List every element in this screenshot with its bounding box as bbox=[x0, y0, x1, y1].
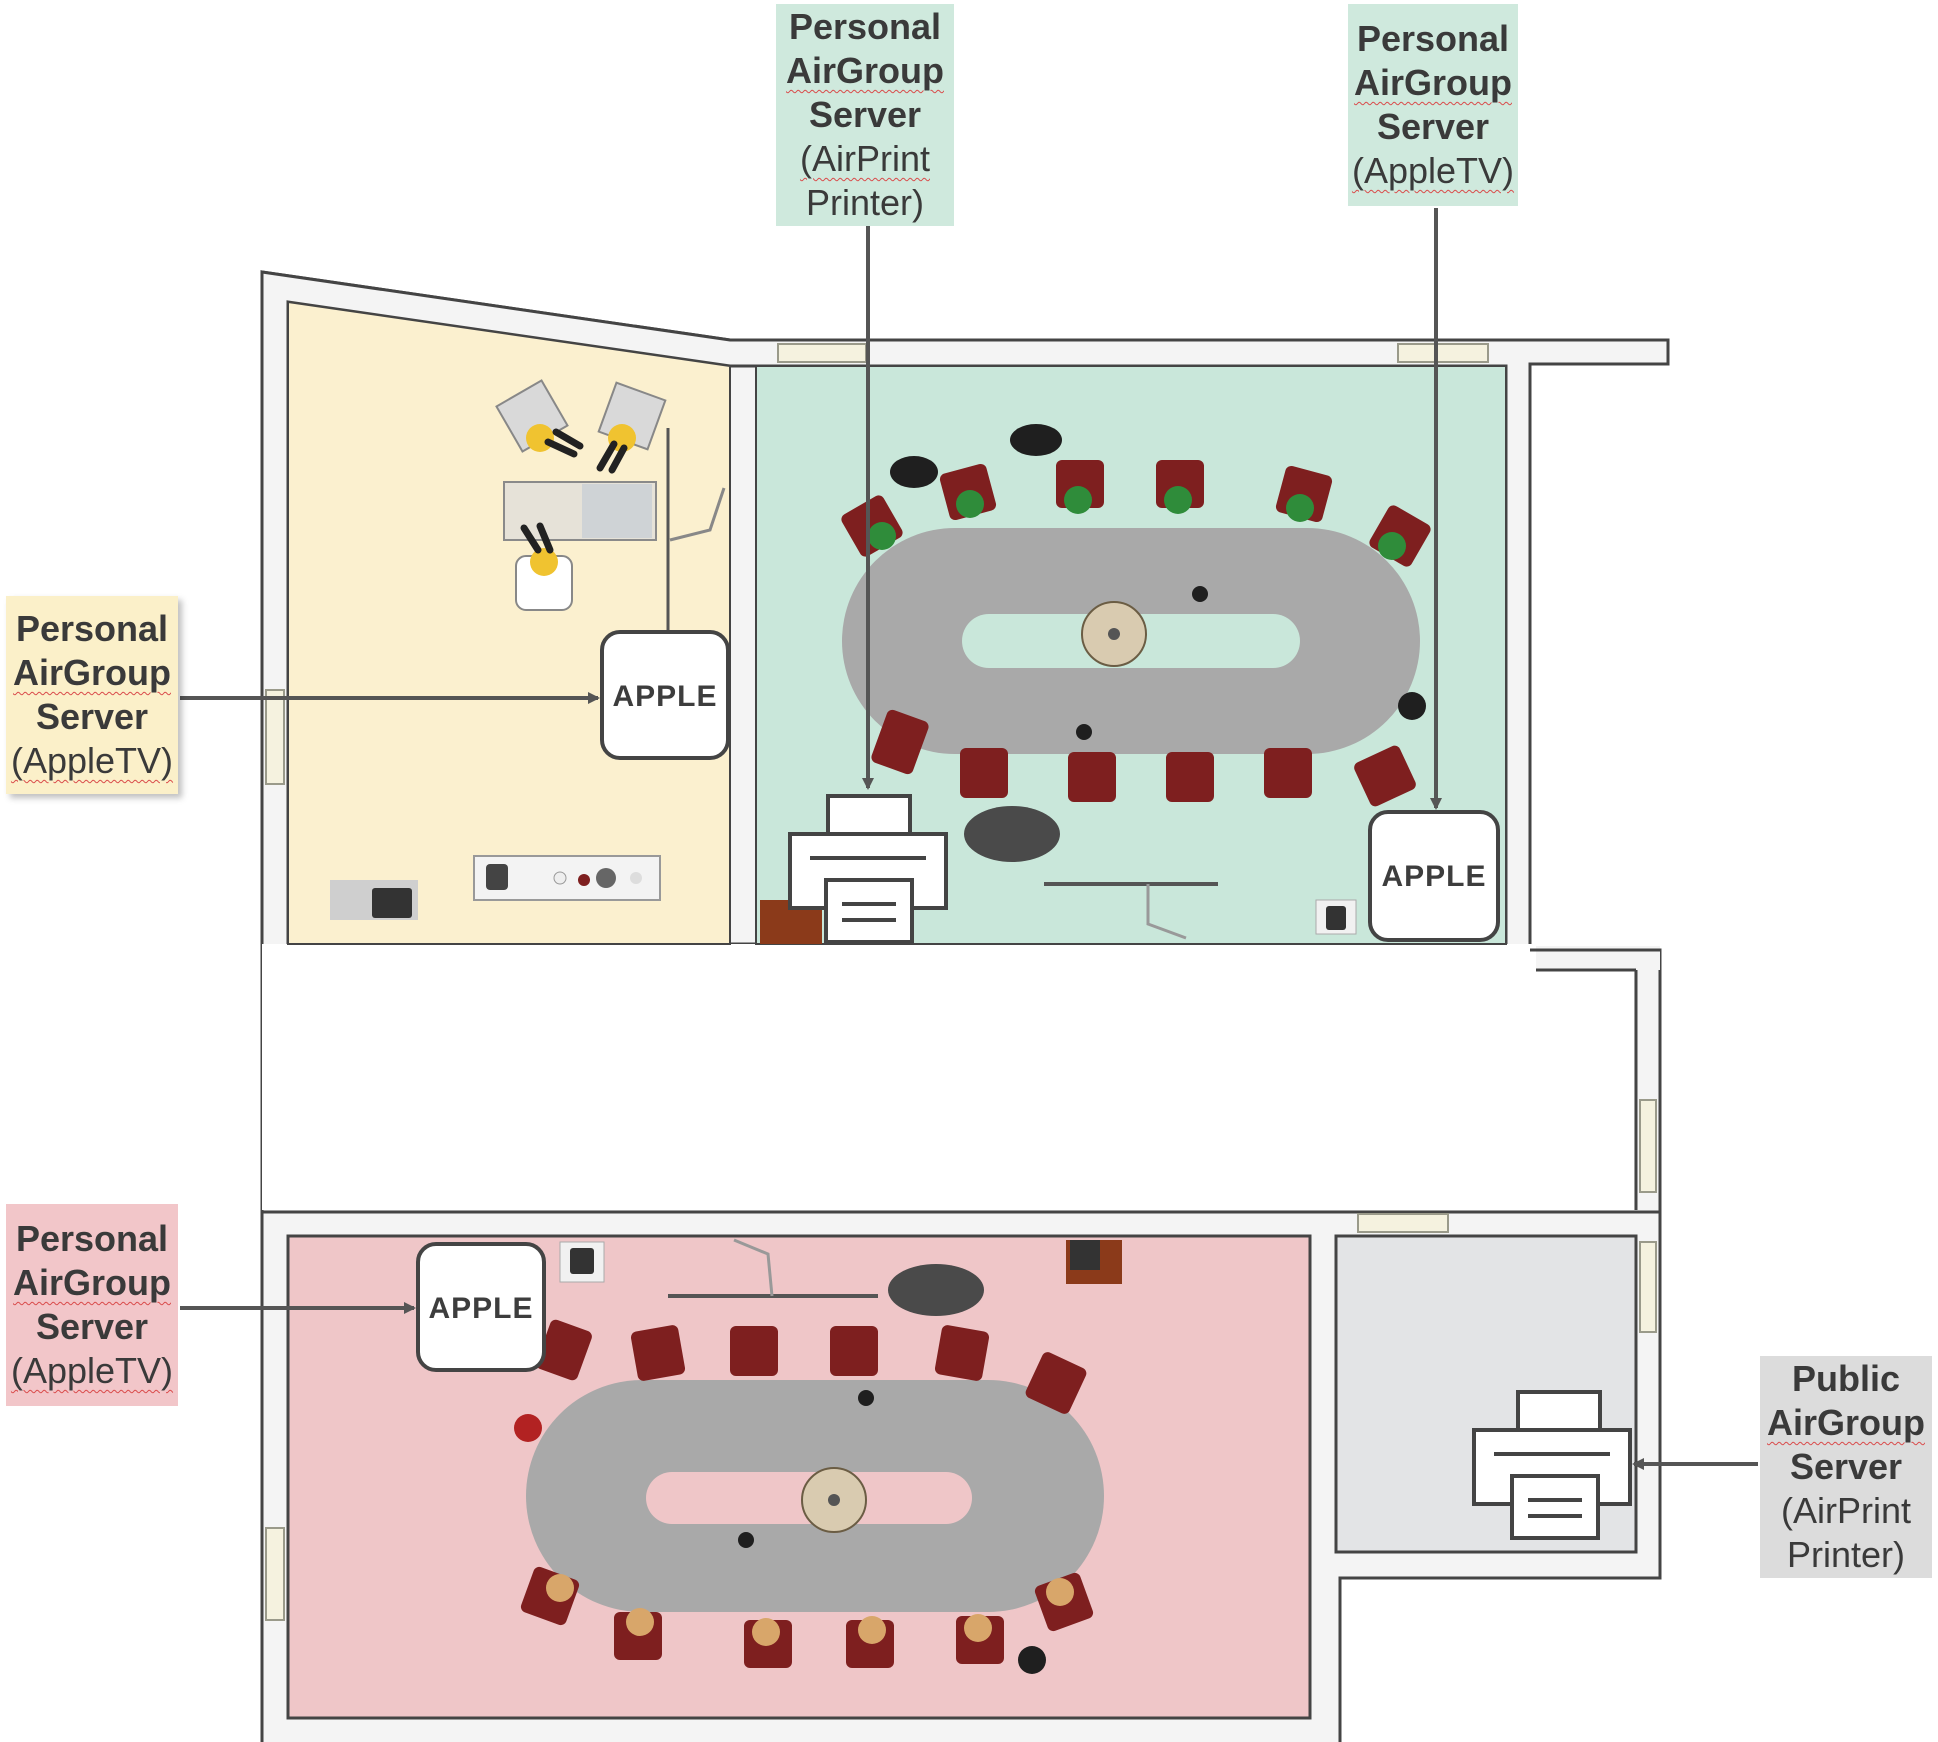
yellow-apple-label: APPLE bbox=[612, 680, 717, 713]
yellow-apple-tv[interactable]: APPLE bbox=[600, 630, 730, 760]
callout-pink-appletv: Personal AirGroup Server (AppleTV) bbox=[6, 1204, 178, 1406]
callout-green-appletv: Personal AirGroup Server (AppleTV) bbox=[1348, 4, 1518, 206]
callout-line: Public bbox=[1791, 1358, 1901, 1399]
callout-line: Personal bbox=[788, 6, 942, 47]
green-chairs bbox=[841, 460, 1431, 807]
callout-line: AirGroup bbox=[786, 50, 944, 91]
green-room-furniture bbox=[760, 424, 1431, 944]
callout-line: Personal bbox=[15, 1218, 169, 1259]
pink-apple-tv[interactable]: APPLE bbox=[416, 1242, 546, 1372]
callout-line: AirGroup bbox=[1354, 62, 1512, 103]
green-apple-tv[interactable]: APPLE bbox=[1368, 810, 1500, 942]
callout-line: Server bbox=[35, 1306, 149, 1347]
callout-line: (AirPrint bbox=[799, 138, 930, 179]
green-apple-label: APPLE bbox=[1381, 860, 1486, 893]
yellow-room-furniture bbox=[330, 379, 726, 920]
public-printer-icon[interactable] bbox=[1472, 1390, 1632, 1540]
pink-apple-label: APPLE bbox=[428, 1292, 533, 1325]
pink-room-furniture bbox=[514, 1238, 1122, 1674]
callout-line: Server bbox=[1376, 106, 1490, 147]
callout-line: (AppleTV) bbox=[10, 1350, 174, 1391]
windows bbox=[265, 343, 1657, 1621]
callout-line: Personal bbox=[1356, 18, 1510, 59]
callout-line: Server bbox=[35, 696, 149, 737]
callout-green-printer: Personal AirGroup Server (AirPrint Print… bbox=[776, 4, 954, 226]
callout-line: Printer) bbox=[1786, 1534, 1906, 1575]
callout-line: Server bbox=[1789, 1446, 1903, 1487]
callout-line: (AppleTV) bbox=[1351, 150, 1515, 191]
green-printer-icon[interactable] bbox=[788, 794, 948, 944]
callout-yellow-appletv: Personal AirGroup Server (AppleTV) bbox=[6, 596, 178, 794]
callout-line: Printer) bbox=[805, 182, 925, 223]
callout-line: AirGroup bbox=[1767, 1402, 1925, 1443]
callout-public-printer: Public AirGroup Server (AirPrint Printer… bbox=[1760, 1356, 1932, 1578]
callout-line: AirGroup bbox=[13, 652, 171, 693]
arrows bbox=[180, 208, 1758, 1470]
callout-line: (AppleTV) bbox=[10, 740, 174, 781]
callout-line: Server bbox=[808, 94, 922, 135]
callout-line: AirGroup bbox=[13, 1262, 171, 1303]
callout-line: (AirPrint bbox=[1780, 1490, 1911, 1531]
callout-line: Personal bbox=[15, 608, 169, 649]
corridor bbox=[262, 944, 1634, 1210]
